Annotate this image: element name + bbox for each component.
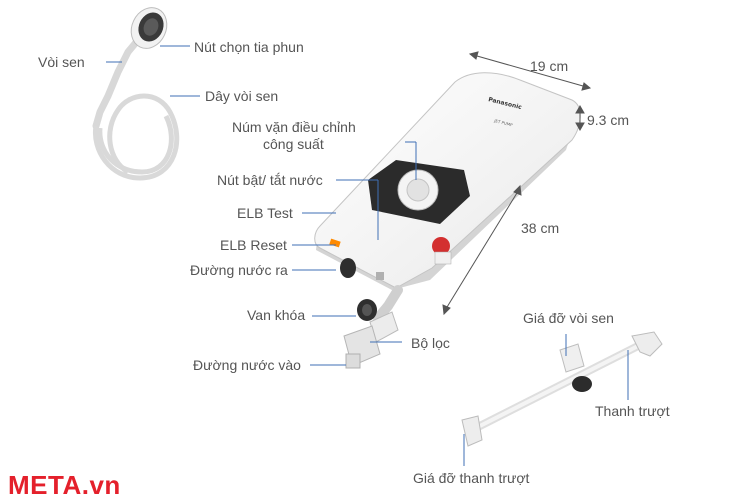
label-water-outlet: Đường nước ra bbox=[190, 262, 288, 278]
label-bar-holder: Giá đỡ thanh trượt bbox=[413, 470, 530, 486]
inlet-assembly bbox=[343, 285, 403, 369]
dimension-depth: 9.3 cm bbox=[587, 112, 630, 128]
label-spray-button: Nút chọn tia phun bbox=[194, 39, 304, 55]
label-shower-holder: Giá đỡ vòi sen bbox=[523, 310, 614, 326]
svg-text:JET PUMP: JET PUMP bbox=[493, 118, 514, 128]
label-shower-hose: Dây vòi sen bbox=[205, 88, 279, 104]
label-water-switch: Nút bật/ tắt nước bbox=[217, 172, 323, 188]
label-power-knob-line2: công suất bbox=[263, 136, 324, 152]
label-water-inlet: Đường nước vào bbox=[193, 357, 301, 373]
label-power-knob-line1: Núm vặn điều chỉnh bbox=[232, 119, 356, 135]
label-valve: Van khóa bbox=[247, 307, 306, 323]
brand-logo: META.vn bbox=[8, 470, 121, 500]
dimension-height: 38 cm bbox=[521, 220, 560, 236]
water-heater-icon: Panasonic JET PUMP bbox=[314, 72, 581, 290]
label-elb-test: ELB Test bbox=[237, 205, 293, 221]
leader-lines bbox=[106, 45, 629, 466]
label-shower-head: Vòi sen bbox=[38, 54, 85, 70]
label-elb-reset: ELB Reset bbox=[220, 237, 287, 253]
shower-head-icon bbox=[92, 7, 168, 130]
dimension-lines bbox=[442, 51, 592, 316]
label-slide-bar: Thanh trượt bbox=[595, 403, 670, 419]
slide-bar-icon bbox=[461, 331, 663, 447]
shower-hose bbox=[92, 93, 180, 181]
dimension-width: 19 cm bbox=[530, 58, 569, 74]
label-filter: Bộ lọc bbox=[411, 335, 450, 351]
